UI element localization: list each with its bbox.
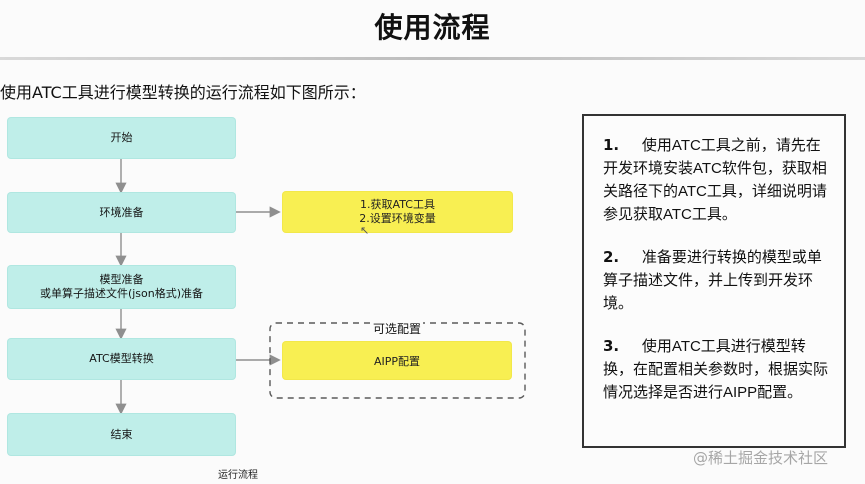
flow-node-environment: 环境准备 [7, 192, 236, 233]
flow-caption: 运行流程 [218, 470, 258, 481]
environment-step-1: 1.获取ATC工具 [360, 198, 435, 212]
environment-step-2: 2.设置环境变量 [359, 212, 436, 225]
note-text-3: 使用ATC工具进行模型转换，在配置相关参数时，根据实际情况选择是否进行AIPP配… [603, 338, 829, 401]
flow-node-environment-label: 环境准备 [99, 205, 144, 219]
slide-title: 使用流程 [374, 11, 491, 44]
notes-panel: 1. 使用ATC工具之前，请先在开发环境安装ATC软件包，获取相关路径下的ATC… [582, 114, 846, 448]
note-item-3: 3. 使用ATC工具进行模型转换，在配置相关参数时，根据实际情况选择是否进行AI… [603, 335, 829, 404]
flow-node-atc-convert-label: ATC模型转换 [89, 352, 154, 366]
note-number-3: 3. [603, 337, 620, 355]
watermark-text: @稀土掘金技术社区 [693, 449, 829, 467]
environment-steps-box: 1.获取ATC工具 2.设置环境变量 [282, 191, 513, 233]
intro-text: 使用ATC工具进行模型转换的运行流程如下图所示： [0, 83, 366, 102]
note-item-1: 1. 使用ATC工具之前，请先在开发环境安装ATC软件包，获取相关路径下的ATC… [603, 134, 829, 226]
note-text-1: 使用ATC工具之前，请先在开发环境安装ATC软件包，获取相关路径下的ATC工具，… [603, 137, 827, 223]
flow-node-model-prep-line-1: 模型准备 [99, 273, 144, 287]
note-text-2: 准备要进行转换的模型或单算子描述文件，并上传到开发环境。 [603, 249, 822, 312]
mouse-cursor-icon: ↖ [360, 224, 370, 237]
flow-node-end-label: 结束 [110, 427, 133, 441]
aipp-config-label: AIPP配置 [373, 354, 421, 368]
title-divider [0, 57, 865, 60]
optional-config-label: 可选配置 [371, 320, 424, 337]
flow-node-atc-convert: ATC模型转换 [7, 338, 236, 380]
flow-node-start-label: 开始 [110, 131, 133, 145]
flow-node-model-prep-line-2: 或单算子描述文件(json格式)准备 [39, 287, 204, 300]
flow-node-end: 结束 [7, 413, 236, 456]
flow-node-model-prep: 模型准备 或单算子描述文件(json格式)准备 [7, 265, 236, 309]
flow-node-start: 开始 [7, 117, 236, 159]
note-number-2: 2. [603, 248, 620, 266]
aipp-config-box: AIPP配置 [282, 341, 512, 380]
note-item-2: 2. 准备要进行转换的模型或单算子描述文件，并上传到开发环境。 [603, 246, 829, 315]
note-number-1: 1. [603, 136, 620, 154]
